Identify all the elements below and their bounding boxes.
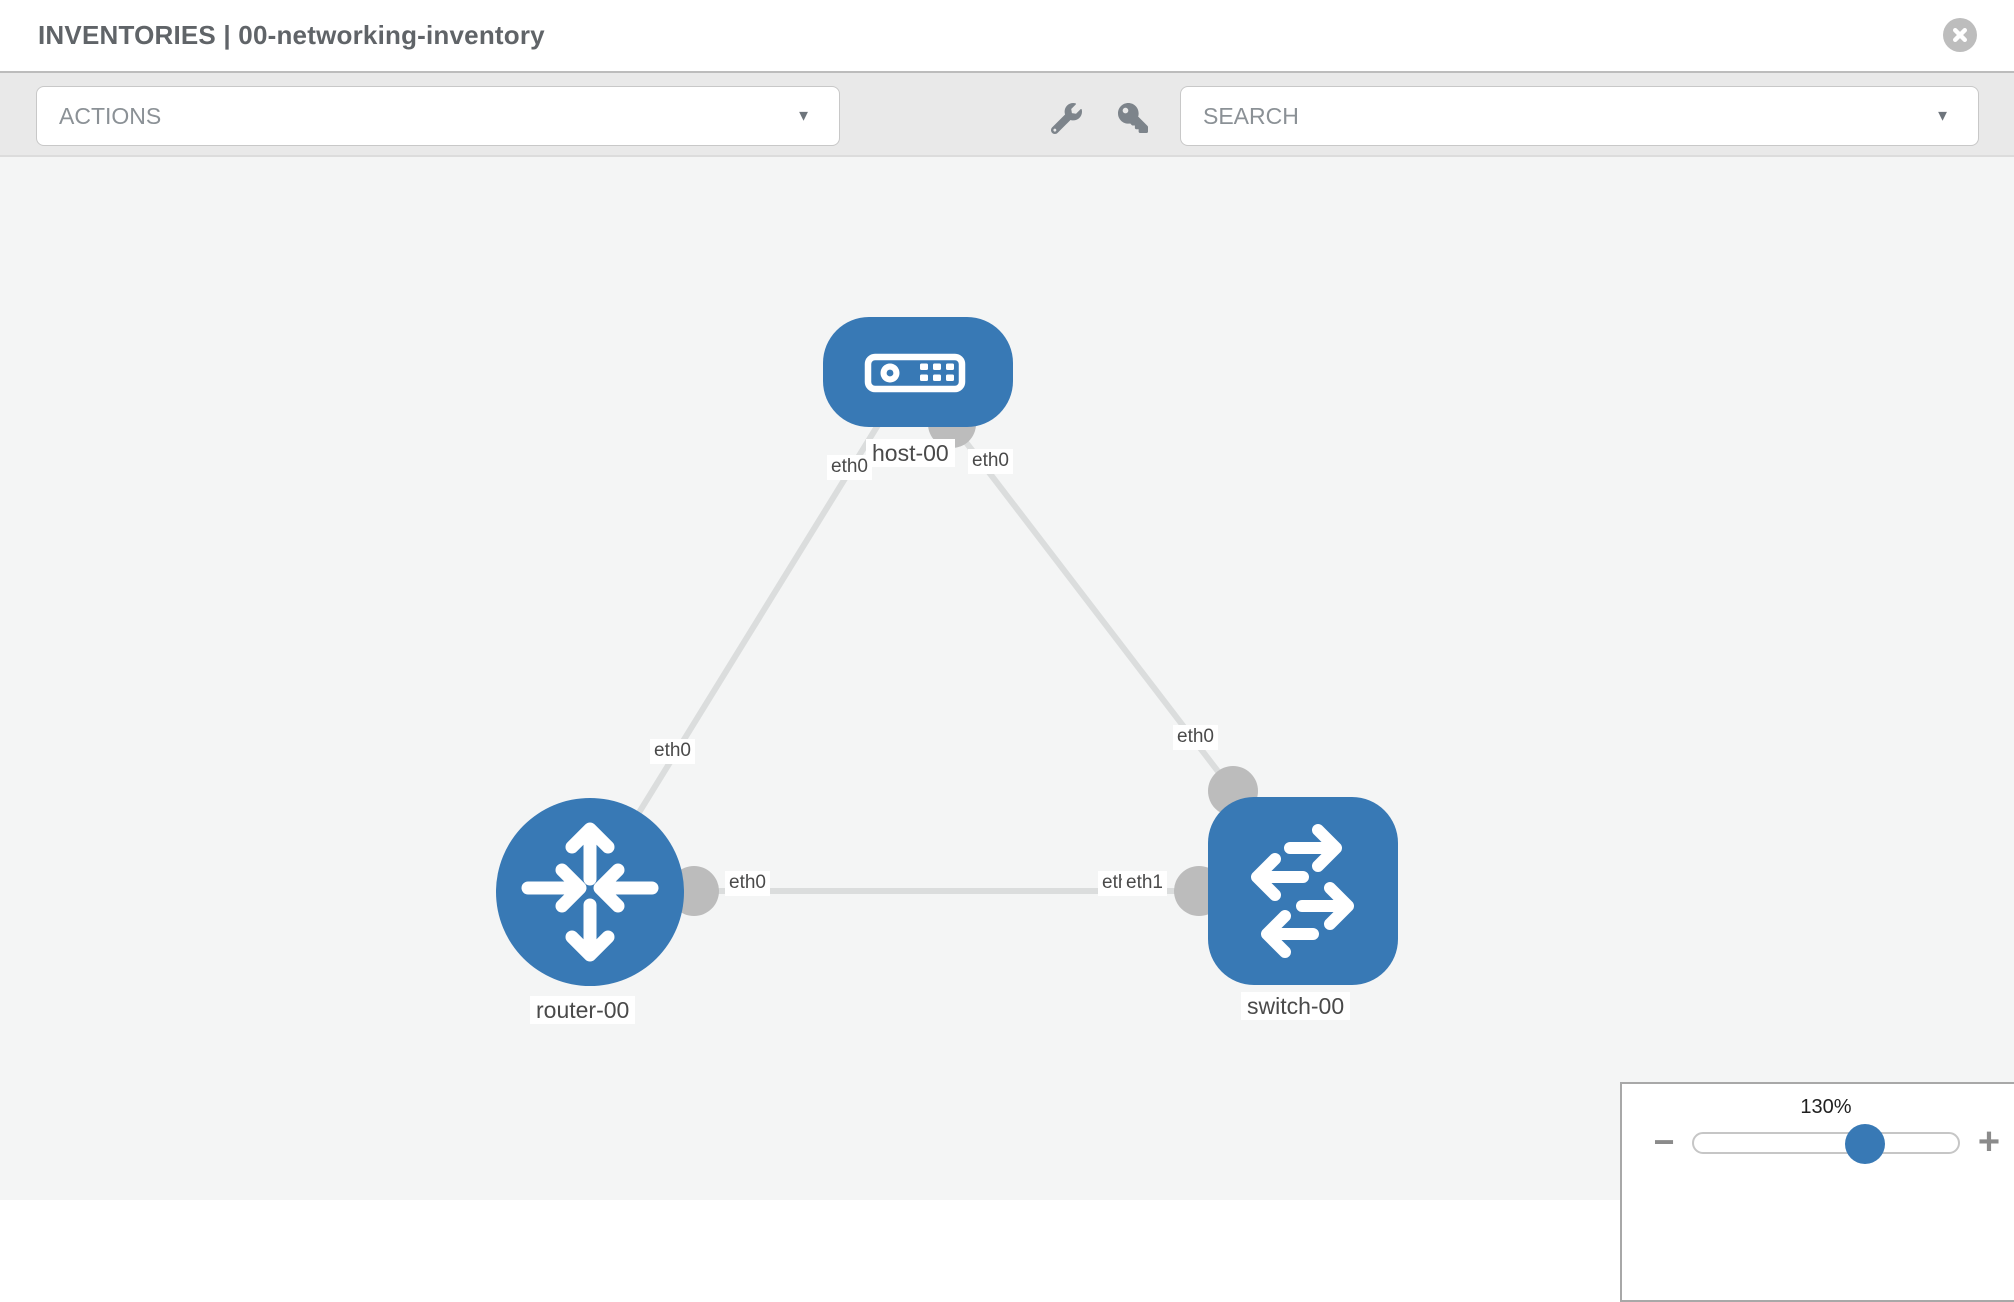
actions-dropdown-label: ACTIONS bbox=[59, 102, 162, 129]
chevron-down-icon: ▼ bbox=[1935, 107, 1950, 125]
zoom-slider-thumb[interactable] bbox=[1845, 1124, 1885, 1164]
interface-label-switch-eth0-top: eth0 bbox=[1173, 725, 1218, 750]
router-icon bbox=[521, 822, 659, 962]
toolbar: ACTIONS ▼ SEARCH ▼ bbox=[0, 71, 2014, 157]
interface-connectors bbox=[669, 400, 1258, 916]
node-host[interactable] bbox=[823, 317, 1013, 427]
minus-icon: − bbox=[1653, 1121, 1675, 1162]
interface-label-host-eth0-right: eth0 bbox=[968, 449, 1013, 474]
close-icon bbox=[1953, 28, 1967, 42]
host-icon bbox=[864, 353, 966, 393]
header: INVENTORIES | 00-networking-inventory bbox=[0, 0, 2014, 71]
close-button[interactable] bbox=[1943, 18, 1977, 52]
node-label-host[interactable]: host-00 bbox=[866, 439, 955, 468]
interface-label-switch-eth1: eth1 bbox=[1122, 871, 1167, 896]
node-router[interactable] bbox=[496, 798, 684, 986]
key-icon bbox=[1118, 103, 1148, 133]
switch-icon bbox=[1251, 824, 1354, 958]
node-switch[interactable] bbox=[1208, 797, 1398, 985]
search-dropdown-label: SEARCH bbox=[1203, 102, 1299, 129]
interface-label-host-eth0-left: eth0 bbox=[827, 455, 872, 480]
links bbox=[587, 422, 1236, 894]
zoom-slider-track[interactable] bbox=[1692, 1132, 1960, 1154]
chevron-down-icon: ▼ bbox=[796, 107, 811, 125]
node-label-router[interactable]: router-00 bbox=[530, 996, 636, 1025]
zoom-in-button[interactable]: + bbox=[1971, 1121, 2007, 1163]
zoom-out-button[interactable]: − bbox=[1646, 1124, 1682, 1161]
tools-button[interactable] bbox=[1048, 100, 1084, 136]
plus-icon: + bbox=[1977, 1121, 2001, 1163]
search-dropdown[interactable]: SEARCH ▼ bbox=[1180, 86, 1979, 146]
interface-label-router-eth0-top: eth0 bbox=[650, 739, 695, 764]
actions-dropdown[interactable]: ACTIONS ▼ bbox=[36, 86, 840, 146]
node-label-switch[interactable]: switch-00 bbox=[1241, 992, 1351, 1021]
zoom-panel: 130% − + bbox=[1620, 1082, 2014, 1302]
page-title: INVENTORIES | 00-networking-inventory bbox=[38, 20, 545, 50]
interface-label-router-eth0-mid: eth0 bbox=[725, 871, 770, 896]
credentials-button[interactable] bbox=[1115, 100, 1151, 136]
zoom-level-label: 130% bbox=[1800, 1096, 1852, 1118]
wrench-icon bbox=[1050, 102, 1082, 134]
topology-canvas[interactable]: host-00 router-00 switch-00 eth0 eth0 et… bbox=[0, 157, 2014, 1200]
